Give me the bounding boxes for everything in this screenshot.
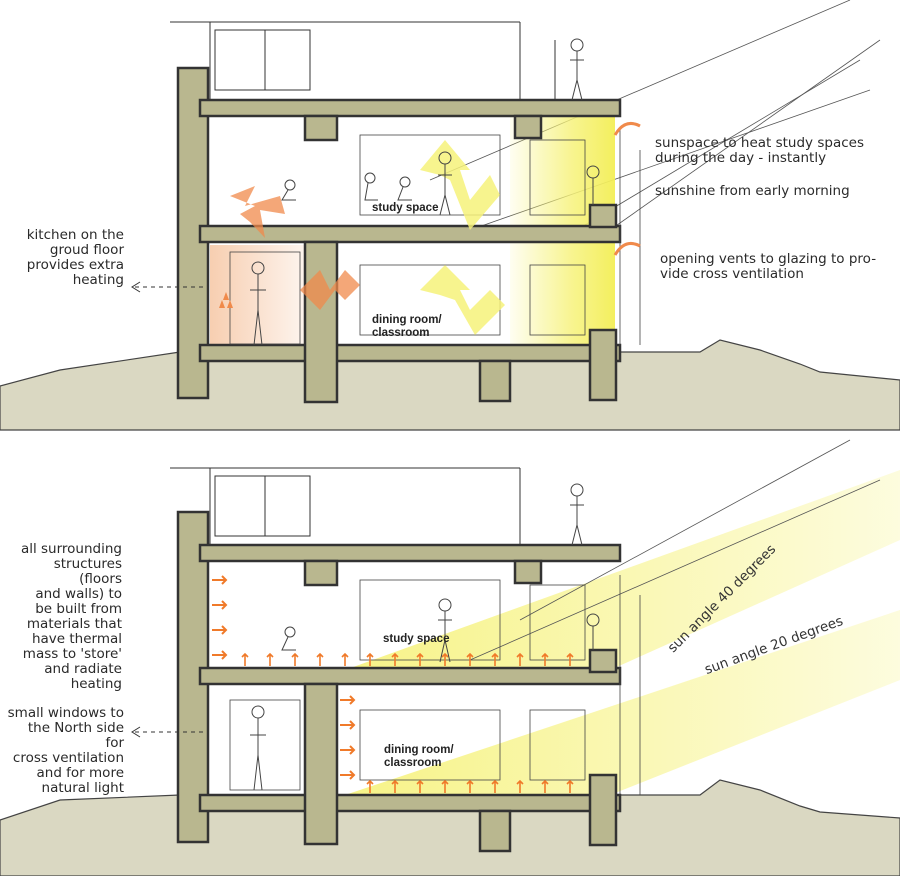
bottom-structure [176,510,622,853]
vents-line-2: vide cross ventilation [660,266,804,282]
structures-line-8: and radiate [44,661,122,677]
structures-line-6: have thermal [31,631,122,647]
top-section [0,0,900,431]
structures-line-2: structures (floors [53,556,122,587]
structures-line-7: mass to 'store' [22,646,122,662]
structures-line-9: heating [70,676,122,692]
dining-line-1: dining room/ [372,314,442,326]
vent-arrows-top [613,122,641,256]
windows-annotation: small windows to the North side for cros… [6,706,124,796]
upward-arrows [241,652,574,793]
sun-arrows-top [420,140,505,335]
structures-line-5: materials that [26,616,122,632]
vents-line-1: opening vents to glazing to pro- [660,251,877,267]
kitchen-vent-arrow [131,281,205,293]
sun-ray-lines [429,0,881,241]
sun-beam-40 [345,470,900,670]
dining-line-2-bottom: classroom [384,757,442,769]
kitchen-line-1: kitchen on the [26,227,124,243]
windows-line-5: natural light [41,780,124,796]
sun-beam-20 [345,610,900,795]
sunshine-annotation: sunshine from early morning [655,183,850,199]
study-space-label-bottom: study space [383,633,450,645]
dining-line-2: classroom [372,327,430,339]
kitchen-heat-arrows [219,292,233,308]
vents-annotation: opening vents to glazing to pro- vide cr… [660,252,895,282]
structures-line-3: and walls) to [35,586,122,602]
sunspace-annotation: sunspace to heat study spaces during the… [655,136,895,166]
sunspace-line-2: during the day - instantly [655,150,827,166]
dining-label-bottom: dining room/ classroom [384,744,454,770]
window-vent-arrow [131,726,205,738]
top-structure [176,66,622,404]
kitchen-line-2: groud floor [49,242,124,258]
people-top [250,38,600,346]
windows-line-3: cross ventilation [12,750,124,766]
windows-line-2: the North side for [27,720,124,751]
kitchen-line-3: provides extra [26,257,124,273]
windows-line-1: small windows to [7,705,124,721]
structures-annotation: all surrounding structures (floors and w… [10,542,122,692]
heat-arrows-top [230,186,360,310]
structures-line-4: be built from [35,601,122,617]
sunspace-line-1: sunspace to heat study spaces [655,135,864,151]
bottom-section [0,439,900,876]
radiate-arrows [212,575,356,780]
people-bottom [250,483,600,791]
dining-line-1-bottom: dining room/ [384,744,454,756]
kitchen-annotation: kitchen on the groud floor provides extr… [12,228,124,288]
windows-line-4: and for more [36,765,124,781]
kitchen-line-4: heating [72,272,124,288]
dining-label-top: dining room/ classroom [372,314,442,340]
structures-line-1: all surrounding [20,541,122,557]
study-space-label-top: study space [372,202,439,214]
